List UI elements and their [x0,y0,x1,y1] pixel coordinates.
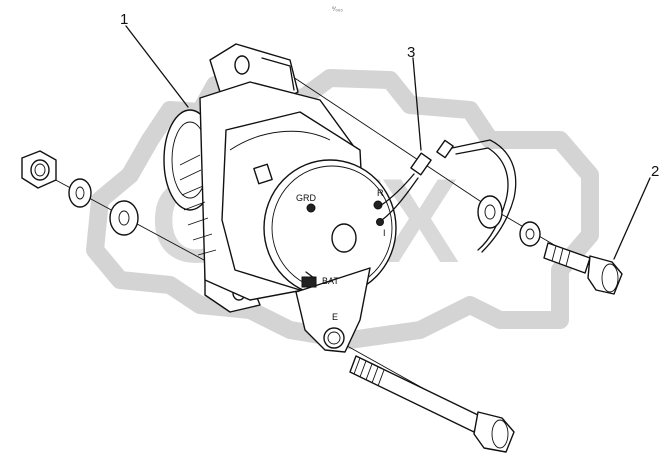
label-i: I [383,228,386,238]
left-spring-washer [68,178,92,208]
top-lug-edge [261,57,295,91]
harness-plug [436,139,454,159]
leader-line-1 [125,25,189,108]
leader-line-3 [412,57,422,151]
label-bat: BAT [322,276,339,286]
label-grd: GRD [296,193,317,203]
e-bracket-hole [323,327,345,349]
short-bolt [543,242,623,295]
hex-nut [21,150,57,189]
housing-boss [253,163,273,185]
harness-wire-r [379,173,415,207]
leader-line-2 [613,177,651,260]
stator-seam [229,130,331,151]
label-r: R [377,188,384,198]
header-mark: ⁰⁄₀₀₀ [332,6,343,13]
callout-2: 2 [651,163,659,180]
long-bolt [349,355,515,453]
left-flat-washer [109,200,139,236]
wiring-harness [379,139,517,253]
cooling-fins [179,154,217,256]
harness-lead-inner [455,147,509,251]
label-e: E [332,312,338,322]
alternator: GRD R I BAT E [163,43,397,353]
top-lug-hole [234,55,250,75]
harness-wire-i [381,177,419,221]
bat-terminal [301,271,317,288]
harness-lead [451,139,517,253]
rear-bearing-cap [331,223,357,253]
callout-1: 1 [120,11,128,28]
right-spring-washer [519,221,541,247]
top-mount-axis [271,62,487,206]
callout-3: 3 [407,44,415,61]
grd-terminal [306,203,316,213]
long-bolt-threads [353,357,385,387]
right-flat-washer [477,195,503,229]
harness-connector [410,152,432,176]
rear-e-bracket [295,267,371,353]
